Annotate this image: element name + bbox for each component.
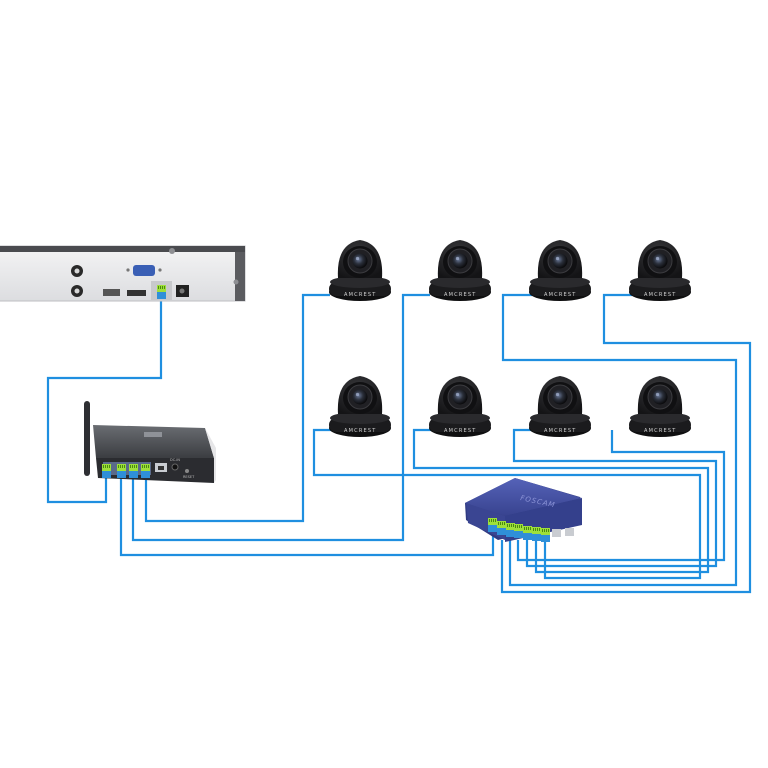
camera-grid: AMCREST AMCREST AMCREST AMCREST AMCREST … [328, 239, 692, 438]
cables [46, 293, 752, 594]
cable-router-to-cam-1 [144, 293, 330, 523]
camera-3[interactable]: AMCREST [528, 239, 592, 302]
usb-port-icon [103, 289, 120, 296]
router-reset-label: RESET [183, 475, 195, 479]
cable-cam-6 [412, 428, 710, 574]
camera-2[interactable]: AMCREST [428, 239, 492, 302]
camera-4[interactable]: AMCREST [628, 239, 692, 302]
audio-port-icon [71, 285, 83, 297]
hdmi-port-icon [127, 290, 146, 296]
camera-brand-label: AMCREST [544, 428, 577, 434]
camera-brand-label: AMCREST [344, 428, 377, 434]
camera-1[interactable]: AMCREST [328, 239, 392, 302]
cable-cam-8 [516, 430, 726, 562]
audio-port-icon [71, 265, 83, 277]
power-jack-icon [171, 463, 179, 471]
camera-brand-label: AMCREST [344, 292, 377, 298]
cable-router-to-cam-2 [131, 293, 430, 542]
uplink-port-icon [552, 529, 561, 537]
cable-router-to-switch [119, 478, 495, 557]
poe-switch-device: FOSCAM [465, 478, 582, 542]
cable-cam-7 [512, 428, 718, 568]
uplink-port-icon [565, 528, 574, 536]
camera-brand-label: AMCREST [444, 428, 477, 434]
router-device: DC-IN RESET [84, 401, 216, 483]
camera-6[interactable]: AMCREST [428, 375, 492, 438]
camera-brand-label: AMCREST [644, 292, 677, 298]
cable-cam-4 [500, 293, 752, 594]
lan-port-icon [151, 281, 172, 300]
nvr-device [0, 245, 246, 302]
vga-port-icon [126, 265, 162, 276]
cable-nvr-to-router [46, 300, 163, 504]
camera-8[interactable]: AMCREST [628, 375, 692, 438]
camera-7[interactable]: AMCREST [528, 375, 592, 438]
router-dc-label: DC-IN [170, 458, 180, 462]
reset-button-icon[interactable] [185, 469, 189, 473]
cable-cam-5 [312, 428, 702, 580]
antenna-icon [84, 401, 90, 476]
camera-brand-label: AMCREST [444, 292, 477, 298]
camera-5[interactable]: AMCREST [328, 375, 392, 438]
camera-brand-label: AMCREST [544, 292, 577, 298]
camera-brand-label: AMCREST [644, 428, 677, 434]
cable-cam-3 [501, 293, 738, 587]
